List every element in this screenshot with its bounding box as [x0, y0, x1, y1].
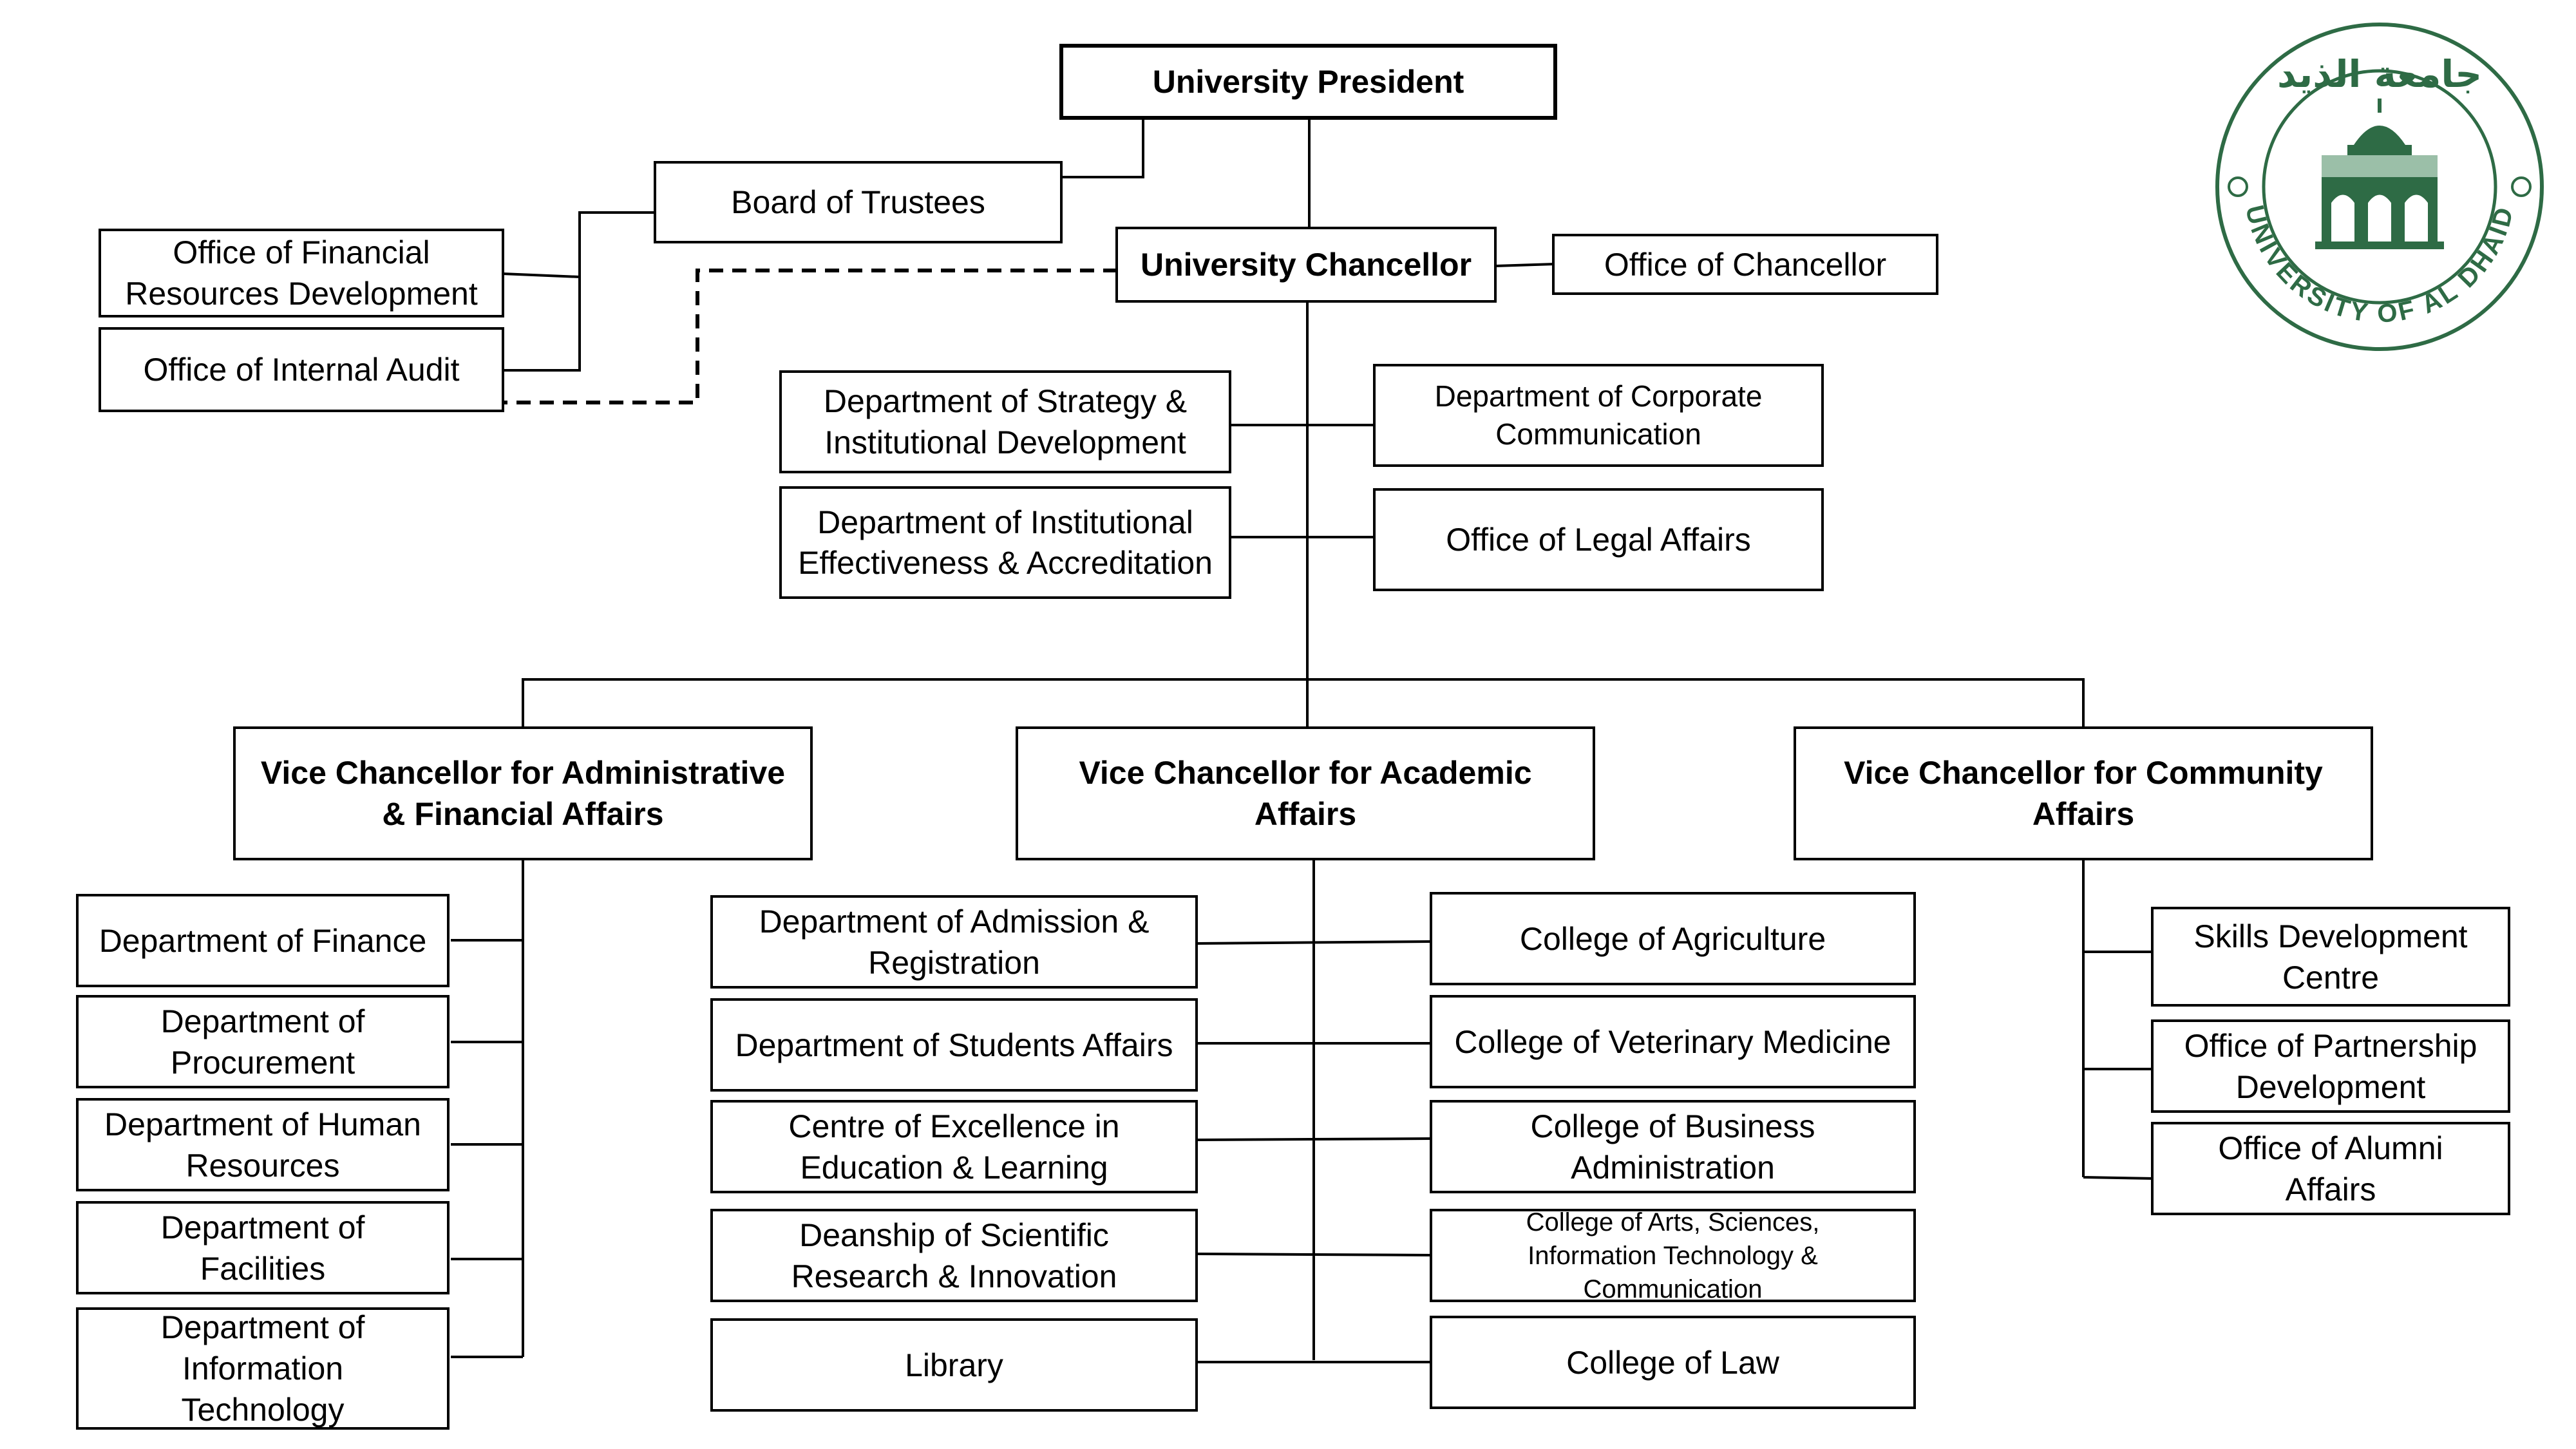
logo-side-ornament-icon	[2228, 176, 2532, 197]
connector-vc-bus	[522, 678, 2085, 728]
box-dept-institutional-effectiveness: Department of Institutional Effectivenes…	[779, 486, 1231, 599]
connector-chancellor-office	[1495, 263, 1556, 267]
box-dept-finance: Department of Finance	[76, 894, 450, 987]
box-office-financial-resources: Office of Financial Resources Developmen…	[99, 229, 504, 317]
box-dept-students-affairs: Department of Students Affairs	[710, 998, 1198, 1092]
box-vc-academic: Vice Chancellor for Academic Affairs	[1016, 726, 1595, 860]
box-college-law: College of Law	[1430, 1316, 1916, 1409]
box-office-internal-audit: Office of Internal Audit	[99, 327, 504, 412]
box-library: Library	[710, 1318, 1198, 1412]
connector-vc-admin-spine	[451, 860, 524, 1358]
box-vc-community: Vice Chancellor for Community Affairs	[1794, 726, 2373, 860]
box-centre-of-excellence: Centre of Excellence in Education & Lear…	[710, 1100, 1198, 1193]
box-board-of-trustees: Board of Trustees	[654, 161, 1063, 243]
university-logo: UNIVERSITY OF AL DHAID جامعة الذيد	[2215, 23, 2544, 351]
box-deanship-research: Deanship of Scientific Research & Innova…	[710, 1209, 1198, 1302]
connector-dashed-audit	[502, 269, 1117, 404]
box-dept-corporate-communication: Department of Corporate Communication	[1373, 364, 1824, 467]
box-dept-strategy: Department of Strategy & Institutional D…	[779, 370, 1231, 473]
box-office-legal-affairs: Office of Legal Affairs	[1373, 488, 1824, 591]
connector-vc-academic-spine	[1195, 860, 1432, 1363]
box-office-of-chancellor: Office of Chancellor	[1552, 234, 1938, 295]
box-vc-administrative-financial: Vice Chancellor for Administrative & Fin…	[233, 726, 813, 860]
box-dept-human-resources: Department of Human Resources	[76, 1098, 450, 1191]
connector-upper-depts	[1231, 424, 1375, 538]
box-office-alumni-affairs: Office of Alumni Affairs	[2151, 1122, 2510, 1215]
box-dept-procurement: Department of Procurement	[76, 995, 450, 1088]
logo-arabic-text: جامعة الذيد	[2277, 52, 2482, 96]
connector-vc-community-spine	[2082, 860, 2155, 1180]
box-dept-facilities: Department of Facilities	[76, 1201, 450, 1294]
box-university-president: University President	[1059, 44, 1557, 120]
connector-board-offices	[502, 211, 663, 372]
box-university-chancellor: University Chancellor	[1115, 227, 1497, 303]
box-skills-development-centre: Skills Development Centre	[2151, 907, 2510, 1007]
connector-president-board	[1061, 119, 1144, 178]
box-office-partnership-development: Office of Partnership Development	[2151, 1019, 2510, 1113]
box-college-veterinary-medicine: College of Veterinary Medicine	[1430, 995, 1916, 1088]
box-college-business-administration: College of Business Administration	[1430, 1100, 1916, 1193]
box-dept-admission-registration: Department of Admission & Registration	[710, 895, 1198, 989]
box-college-arts-sciences-it: College of Arts, Sciences, Information T…	[1430, 1209, 1916, 1302]
logo-building-icon	[2315, 99, 2444, 249]
box-dept-information-technology: Department of Information Technology	[76, 1307, 450, 1430]
box-college-agriculture: College of Agriculture	[1430, 892, 1916, 985]
